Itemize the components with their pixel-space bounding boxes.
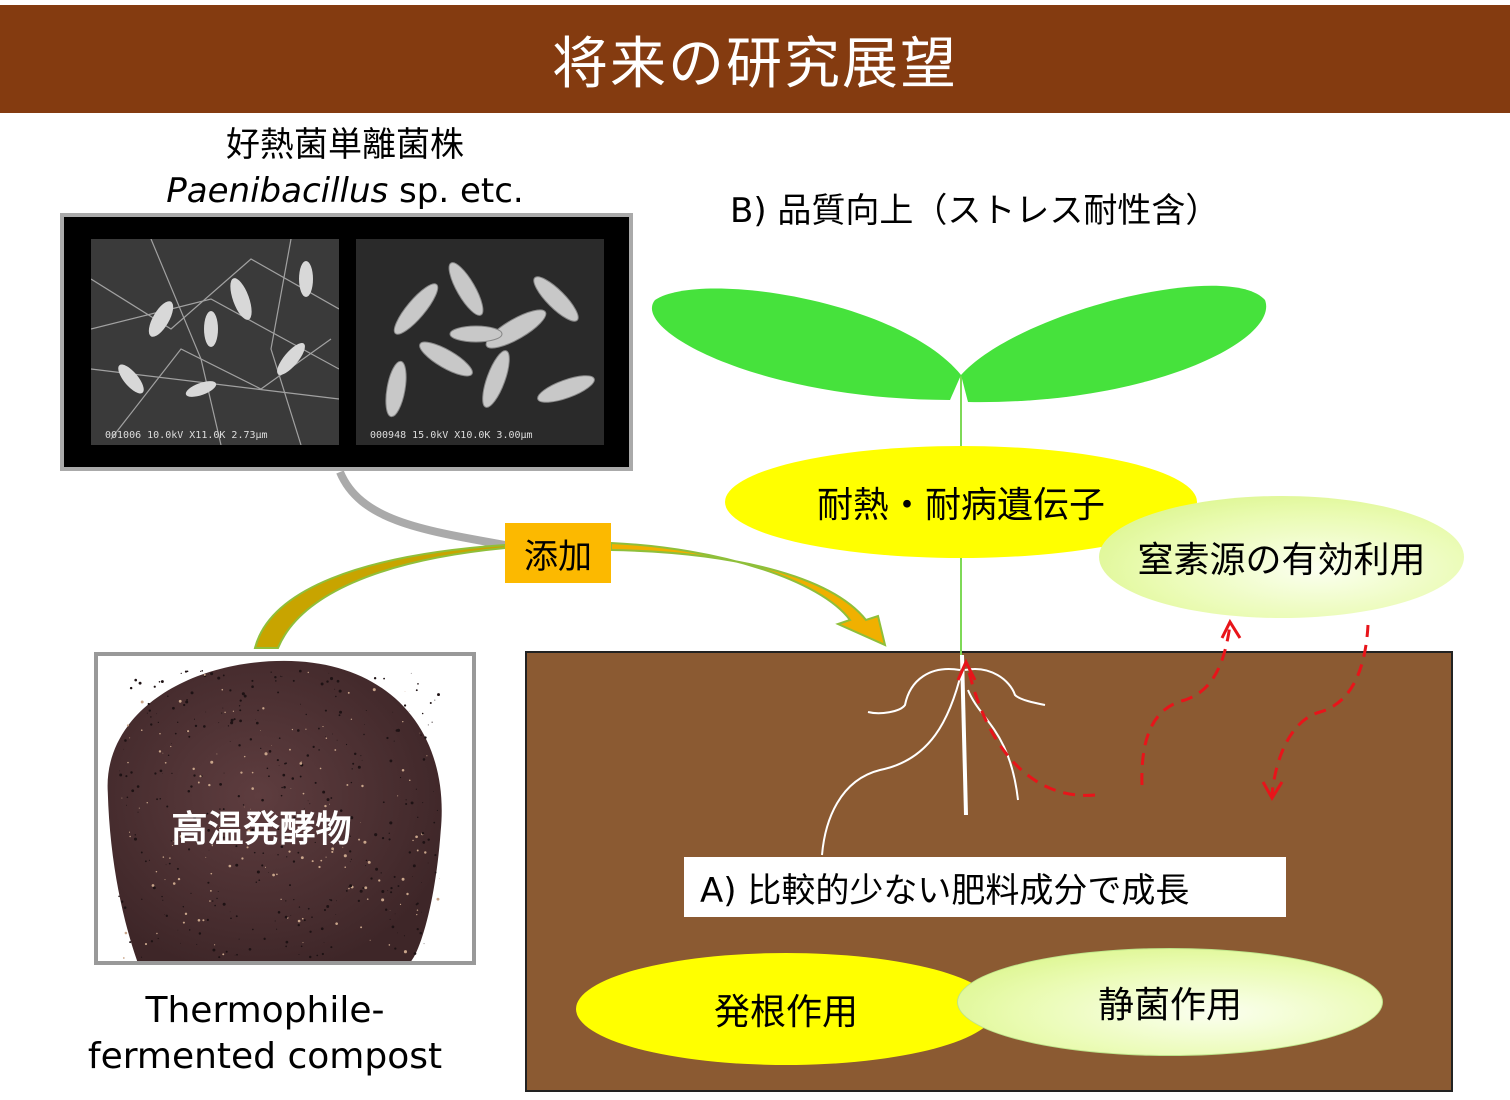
- roots: [822, 655, 1045, 855]
- right-leaf: [961, 286, 1266, 402]
- nitrogen-label: 窒素源の有効利用: [1137, 531, 1425, 583]
- left-leaf: [652, 289, 961, 400]
- antifungal-label: 静菌作用: [1098, 976, 1242, 1028]
- antifungal-ellipse: 静菌作用: [957, 948, 1383, 1056]
- growth-label-box: A) 比較的少ない肥料成分で成長: [684, 857, 1286, 917]
- gene-label: 耐熱・耐病遺伝子: [817, 476, 1105, 528]
- rooting-ellipse: 発根作用: [576, 953, 996, 1065]
- nutrient-arrows: [968, 625, 1368, 795]
- rooting-label: 発根作用: [714, 983, 858, 1035]
- nitrogen-use-ellipse: 窒素源の有効利用: [1099, 496, 1464, 618]
